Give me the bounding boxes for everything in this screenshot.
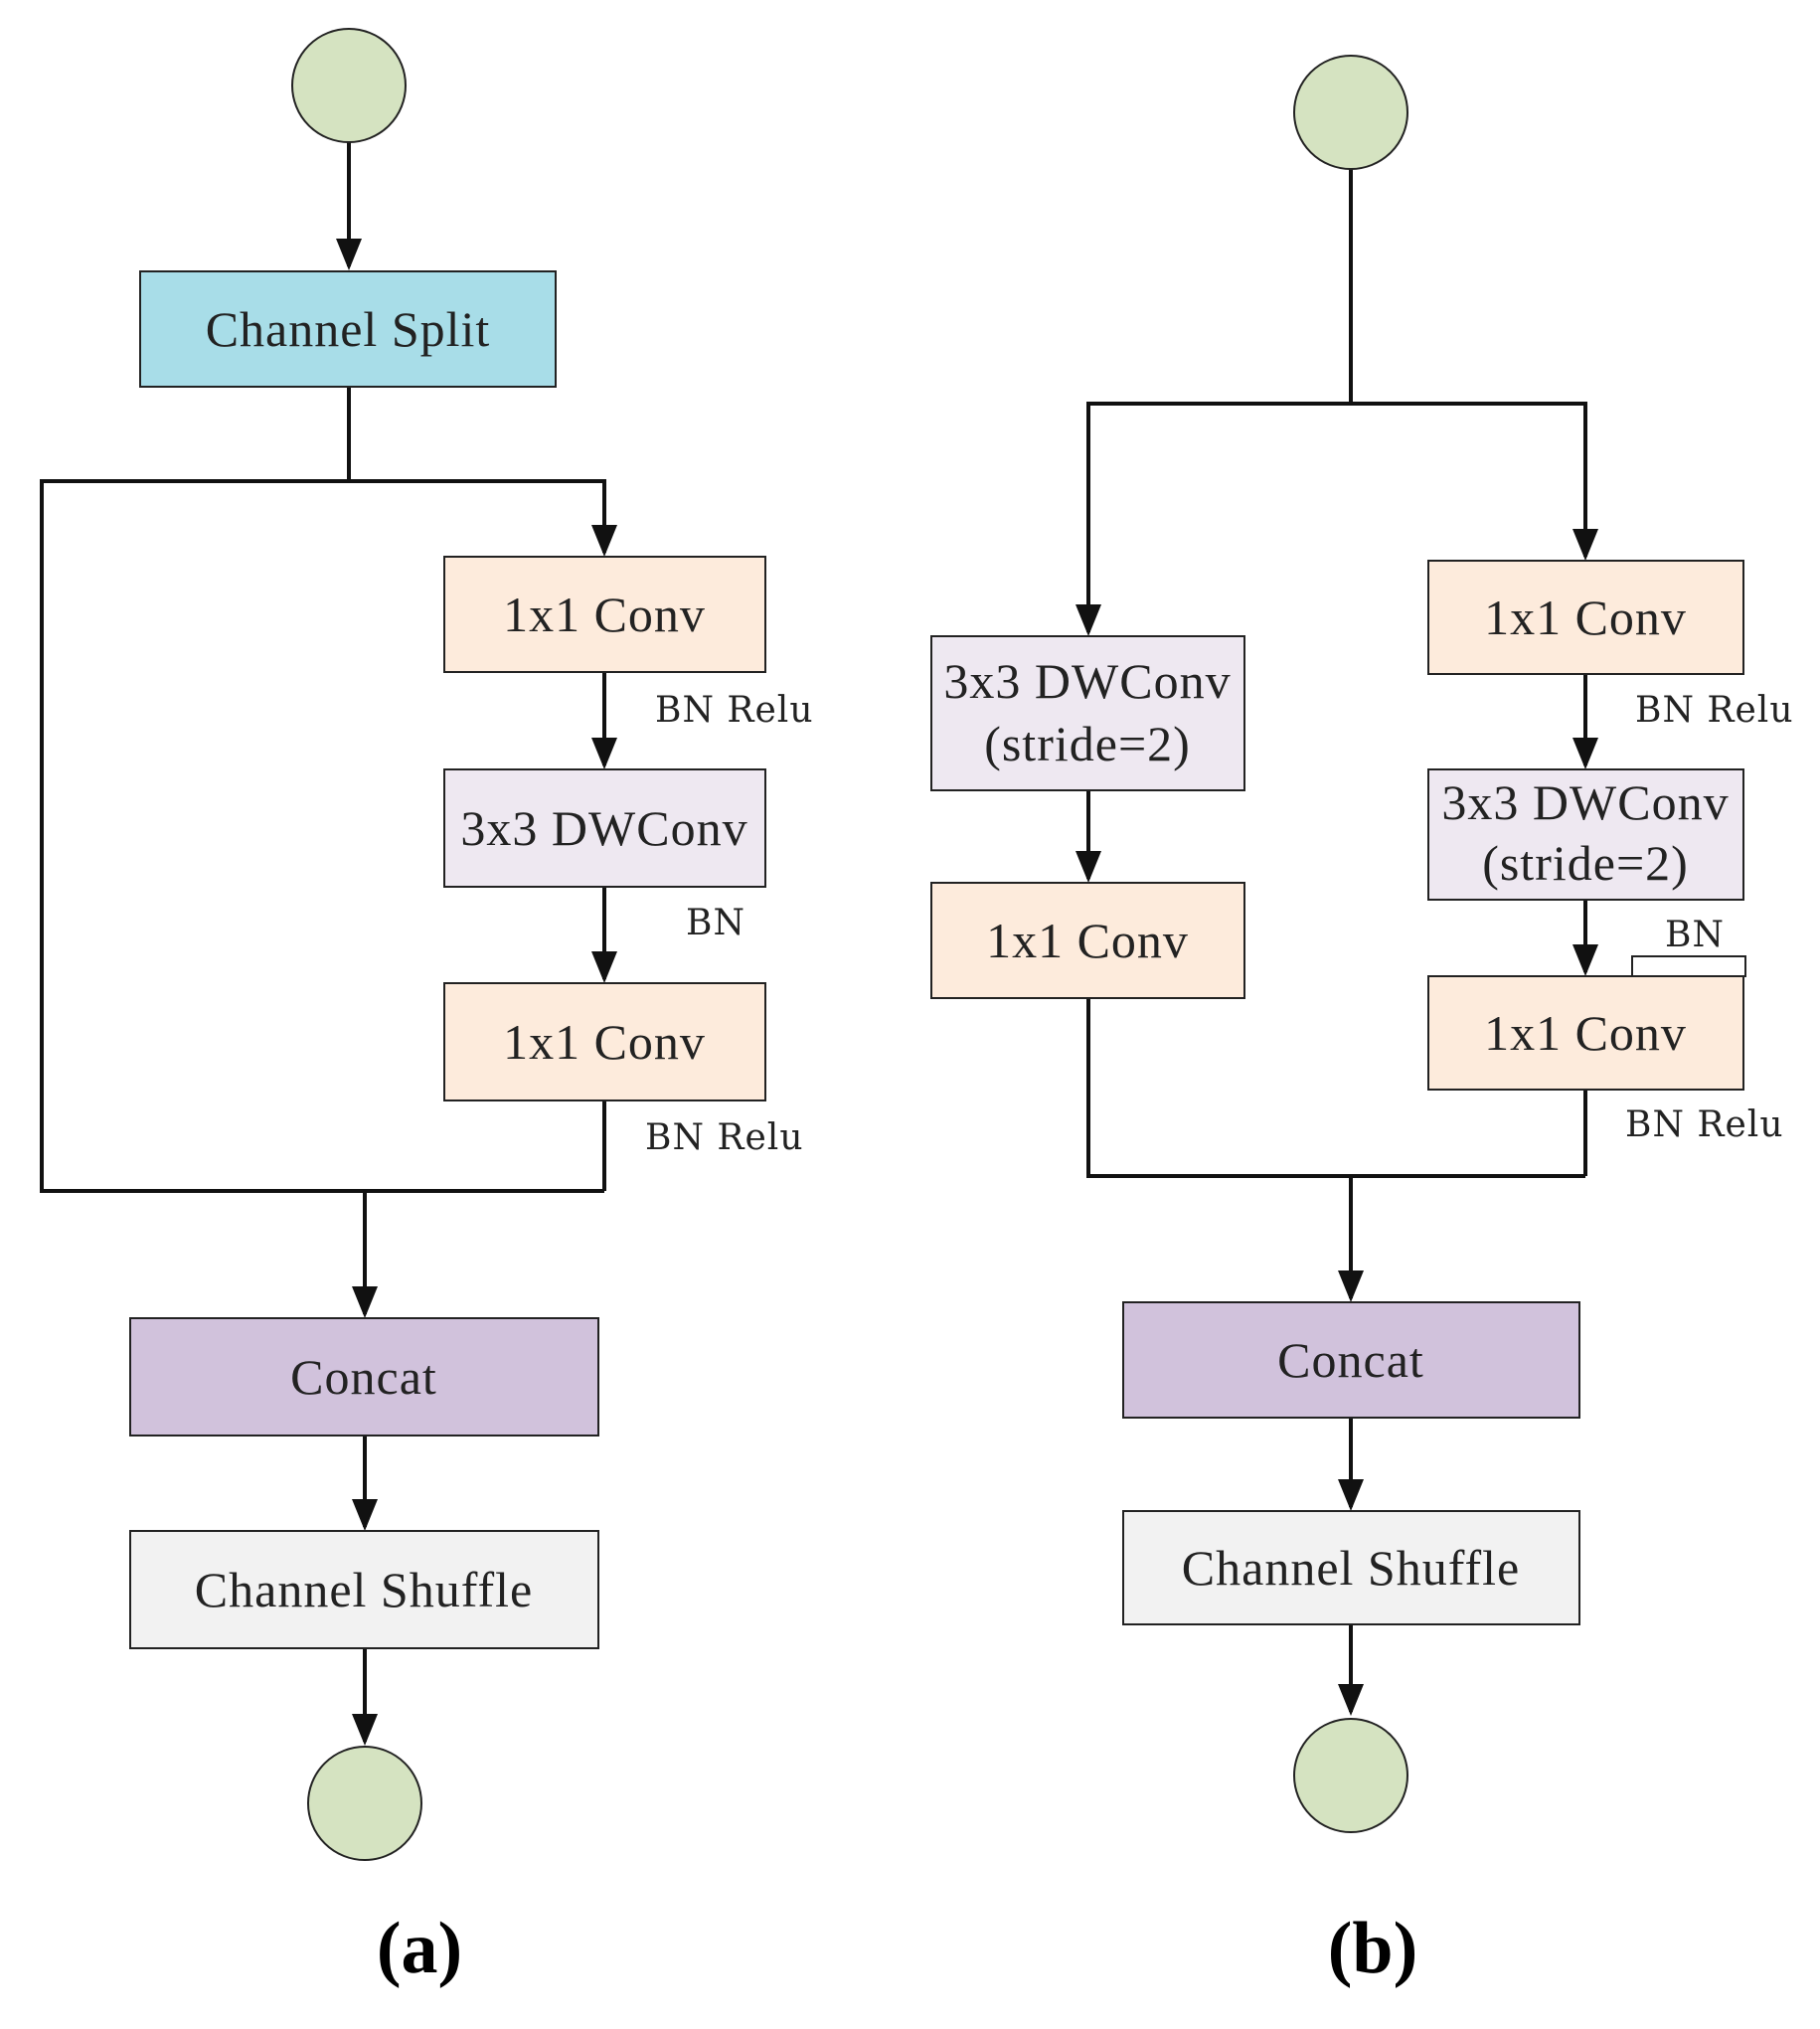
right-dwconv-label-line2: (stride=2) (1482, 835, 1689, 891)
channel-split-label: Channel Split (206, 301, 491, 357)
right-conv1-box: 1x1 Conv (1427, 560, 1744, 675)
edge2-label-b: BN (1665, 915, 1725, 955)
arrowhead (1572, 738, 1598, 769)
label-mask (1631, 955, 1746, 977)
arrowhead (591, 525, 617, 557)
right-dwconv-label-line1: 3x3 DWConv (1441, 774, 1729, 830)
right-dwconv-box: 3x3 DWConv (stride=2) (1427, 768, 1744, 901)
edge-shortcut-branch (40, 479, 604, 1193)
concat-label: Concat (290, 1349, 437, 1405)
edge3-label: BN Relu (645, 1117, 804, 1158)
channel-shuffle-box: Channel Shuffle (129, 1530, 599, 1649)
input-node (291, 28, 407, 143)
arrowhead (1338, 1684, 1364, 1716)
panel-b: 3x3 DWConv (stride=2) 1x1 Conv 1x1 Conv … (930, 55, 1794, 1989)
conv1-label: 1x1 Conv (503, 587, 706, 642)
left-dwconv-label-line1: 3x3 DWConv (943, 653, 1231, 709)
edge-split-to-conv1 (349, 479, 606, 553)
edge3-label-b: BN Relu (1625, 1104, 1784, 1145)
right-conv1-label: 1x1 Conv (1484, 590, 1687, 645)
output-node (307, 1746, 422, 1861)
arrowhead (1075, 604, 1101, 636)
conv2-label: 1x1 Conv (503, 1014, 706, 1070)
panel-a-caption: (a) (377, 1908, 462, 1989)
arrowhead (591, 951, 617, 983)
arrowhead (1338, 1270, 1364, 1302)
channel-shuffle-box-b: Channel Shuffle (1122, 1510, 1580, 1625)
left-dwconv-box: 3x3 DWConv (stride=2) (930, 635, 1245, 791)
edge1-label-b: BN Relu (1635, 690, 1794, 731)
left-conv-label: 1x1 Conv (986, 913, 1189, 968)
channel-split-box: Channel Split (139, 270, 557, 388)
arrowhead (336, 239, 362, 270)
edge-fork-right (1351, 402, 1587, 557)
edge-left-conv-to-merge (1086, 997, 1585, 1178)
right-conv2-box: 1x1 Conv (1427, 955, 1746, 1091)
channel-shuffle-label-b: Channel Shuffle (1182, 1540, 1520, 1596)
edge2-label: BN (686, 903, 745, 943)
arrowhead (352, 1499, 378, 1531)
concat-box: Concat (129, 1317, 599, 1437)
arrowhead (1572, 944, 1598, 976)
edge1-label: BN Relu (655, 690, 814, 731)
conv2-box: 1x1 Conv (443, 982, 766, 1101)
dwconv-box: 3x3 DWConv (443, 768, 766, 888)
conv1-box: 1x1 Conv (443, 556, 766, 673)
input-node-b (1293, 55, 1408, 170)
dwconv-label: 3x3 DWConv (460, 800, 747, 856)
panel-a: Channel Split 1x1 Conv BN Relu 3x3 DWCon… (40, 28, 814, 1989)
arrowhead (1075, 851, 1101, 883)
edge-fork-left (1086, 402, 1351, 632)
arrowhead (591, 738, 617, 769)
left-dwconv-label-line2: (stride=2) (984, 716, 1191, 771)
arrowhead (1572, 529, 1598, 561)
concat-box-b: Concat (1122, 1301, 1580, 1419)
left-conv-box: 1x1 Conv (930, 882, 1245, 999)
channel-shuffle-label: Channel Shuffle (195, 1562, 533, 1617)
panel-b-caption: (b) (1328, 1908, 1417, 1989)
right-conv2-label: 1x1 Conv (1484, 1005, 1687, 1061)
concat-label-b: Concat (1277, 1332, 1424, 1388)
arrowhead (352, 1286, 378, 1318)
output-node-b (1293, 1718, 1408, 1833)
arrowhead (1338, 1479, 1364, 1511)
arrowhead (352, 1714, 378, 1746)
